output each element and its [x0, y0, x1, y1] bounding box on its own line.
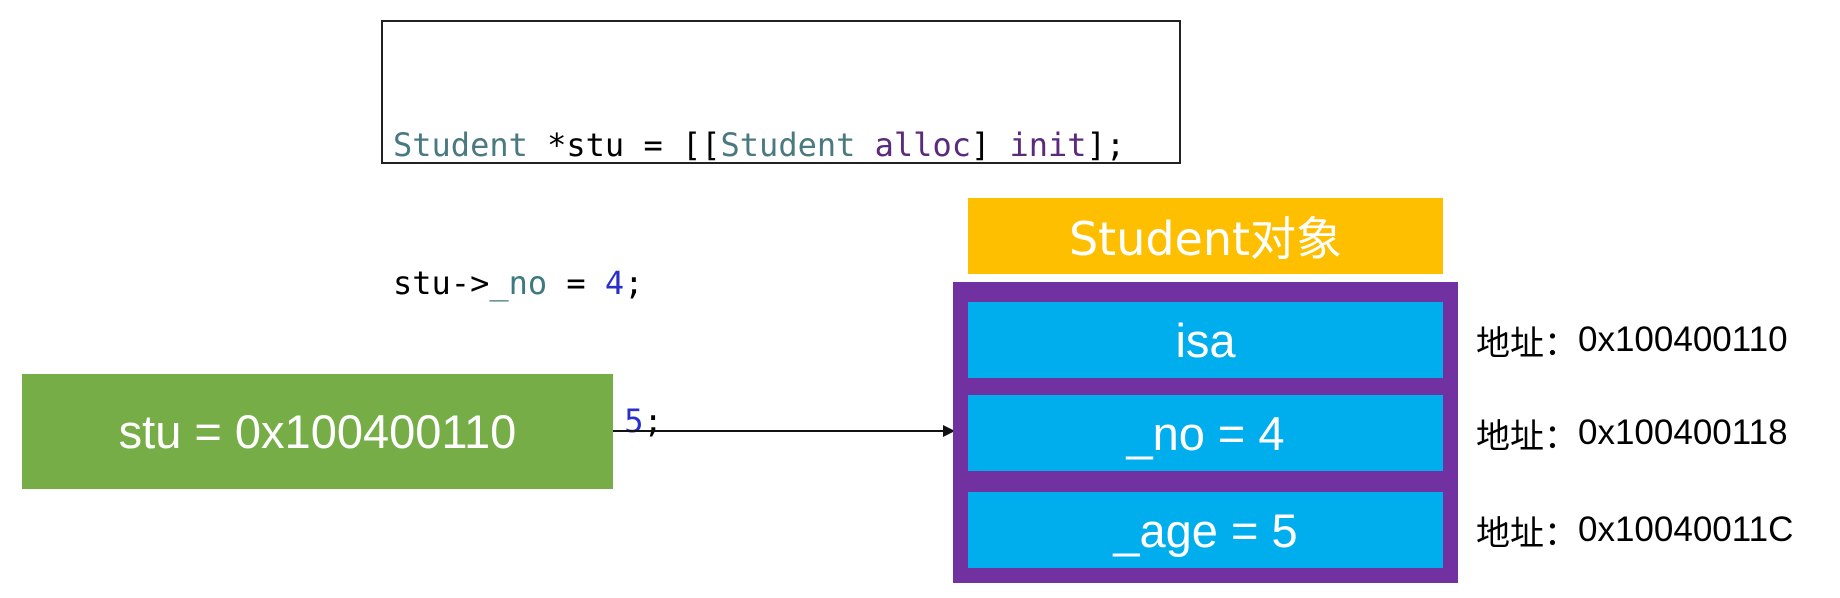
field-isa: isa [968, 302, 1443, 378]
address-label: 地址： [1476, 323, 1578, 364]
code-token: 4 [604, 264, 625, 302]
object-title: Student对象 [968, 198, 1443, 274]
code-token: init [1009, 126, 1087, 164]
code-token: 5 [624, 402, 644, 440]
address-label: 地址： [1476, 416, 1578, 457]
address-value: 0x100400110 [1578, 320, 1788, 359]
code-snippet: Student *stu = [[Student alloc] init]; s… [381, 20, 1181, 440]
field-age: _age = 5 [968, 492, 1443, 568]
code-token: Student [393, 126, 528, 164]
code-token: *stu = [[ [527, 126, 721, 164]
code-token: _no [489, 264, 548, 302]
field-no: _no = 4 [968, 395, 1443, 471]
address-label: 地址： [1476, 513, 1578, 554]
object-title-label: Student对象 [1068, 212, 1343, 266]
pointer-variable-box: stu = 0x100400110 [22, 374, 613, 489]
code-token: stu-> [393, 264, 490, 302]
pointer-variable-label: stu = 0x100400110 [118, 405, 517, 458]
code-token: = [547, 264, 605, 302]
code-token: Student [720, 126, 856, 164]
address-age: 地址： 0x10040011C [1476, 505, 1793, 555]
address-value: 0x100400118 [1578, 413, 1788, 452]
code-token: ; [643, 402, 663, 440]
field-label: _no = 4 [1126, 406, 1285, 460]
address-value: 0x10040011C [1578, 510, 1794, 549]
field-label: isa [1175, 313, 1236, 367]
address-no: 地址： 0x100400118 [1476, 408, 1788, 458]
code-token: ]; [1086, 126, 1126, 164]
code-line: stu->_no = 4; [393, 260, 1179, 306]
code-line: Student *stu = [[Student alloc] init]; [393, 122, 1179, 168]
field-label: _age = 5 [1113, 503, 1298, 557]
code-token [855, 126, 874, 164]
code-token: alloc [874, 126, 971, 164]
code-token: ; [624, 264, 644, 302]
code-token: ] [970, 126, 1010, 164]
address-isa: 地址： 0x100400110 [1476, 315, 1788, 365]
